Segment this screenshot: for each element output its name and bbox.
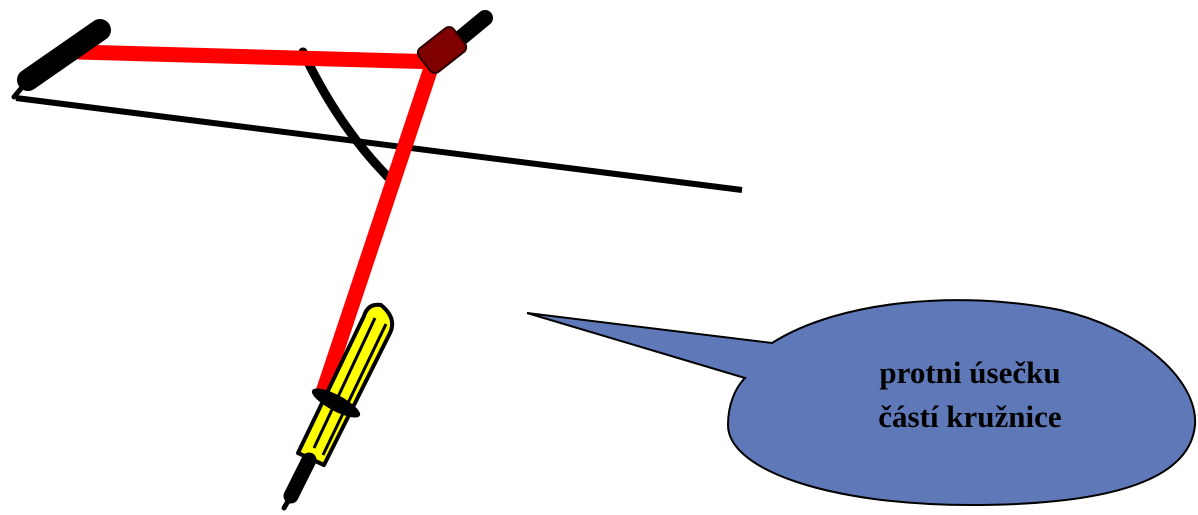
compass-needle-holder (11, 19, 111, 100)
compass-pencil-arm (314, 59, 441, 398)
compass-handle (454, 10, 493, 45)
pencil (281, 302, 395, 511)
circle-arc (298, 47, 398, 187)
callout-text: protni úsečku částí kružnice (800, 351, 1140, 439)
compass-needle-arm (77, 44, 441, 70)
callout-line-2: částí kružnice (878, 399, 1062, 434)
pencil-clamp (311, 388, 361, 418)
line-segment (15, 95, 743, 193)
speech-bubble (526, 299, 1197, 507)
callout-line-1: protni úsečku (879, 355, 1061, 390)
compass-hinge (416, 26, 468, 74)
